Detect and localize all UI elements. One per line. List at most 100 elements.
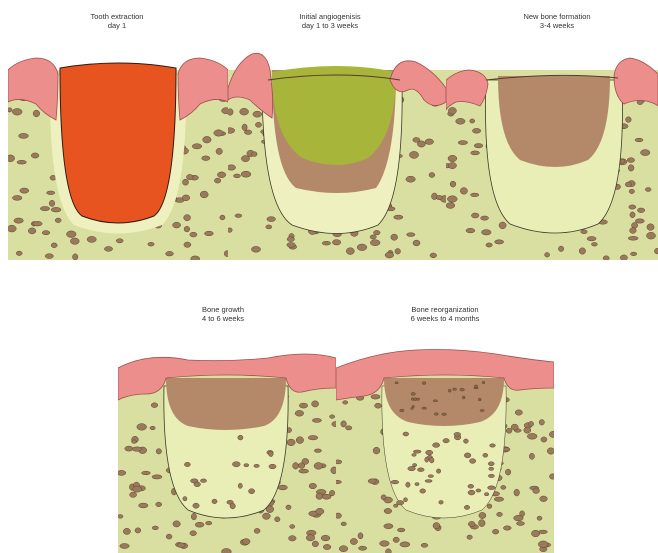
bone-pore (480, 410, 484, 412)
bone-pore (591, 243, 597, 247)
bone-pore (587, 237, 596, 241)
bone-pore (238, 483, 242, 488)
bone-pore (253, 111, 262, 117)
bone-pore (456, 118, 465, 124)
bone-pore (33, 110, 40, 117)
bone-pore (408, 466, 416, 470)
bone-pore (230, 503, 235, 509)
bone-pore (8, 225, 16, 232)
stage-3-time: 3-4 weeks (492, 21, 622, 30)
bone-pore (200, 479, 206, 483)
bone-pore (286, 505, 291, 510)
bone-pore (267, 217, 276, 222)
bone-pore (322, 494, 331, 499)
bone-pore (630, 228, 637, 234)
bone-pore (135, 528, 141, 533)
bone-pore (468, 484, 474, 488)
bone-pore (249, 489, 255, 494)
bone-pore (184, 242, 191, 247)
bone-pore (482, 381, 485, 384)
stage-2-title: Initial angiogenisis (270, 12, 390, 21)
bone-pore (464, 505, 469, 509)
bone-pore (499, 222, 506, 229)
bone-pore (472, 128, 480, 133)
bone-pore (478, 398, 481, 401)
bone-pore (468, 521, 475, 526)
bone-pore (205, 231, 214, 236)
bone-pore (263, 513, 271, 519)
bone-pore (166, 534, 172, 539)
bone-pore (641, 150, 650, 156)
bone-pore (132, 440, 137, 444)
bone-pore (384, 524, 393, 529)
bone-pore (413, 464, 417, 467)
bone-pore (278, 485, 287, 490)
bone-pore (49, 200, 55, 206)
bone-pore (287, 439, 295, 446)
bone-pore (474, 144, 483, 148)
bone-pore (309, 483, 316, 489)
bone-pore (87, 236, 96, 242)
bone-pore (156, 502, 162, 507)
bone-pore (238, 435, 243, 440)
bone-pore (228, 128, 235, 134)
bone-pore (275, 517, 280, 522)
stage-3-caption: New bone formation 3-4 weeks (492, 12, 622, 30)
bone-pore (287, 243, 296, 248)
bone-pore (394, 215, 403, 219)
bone-pore (474, 387, 479, 389)
bone-pore (314, 463, 323, 470)
bone-pore (183, 179, 189, 185)
bone-pore (425, 480, 432, 483)
bone-pore (484, 493, 488, 496)
bone-pore (479, 512, 486, 518)
bone-pore (214, 178, 220, 183)
bone-pore (45, 254, 53, 259)
bone-pore (395, 382, 398, 384)
bone-pore (529, 453, 534, 459)
bone-pore (332, 240, 340, 245)
bone-pore (547, 448, 554, 454)
bone-pore (483, 453, 488, 457)
bone-pore (488, 462, 494, 466)
bone-pore (407, 233, 415, 237)
bone-pore (409, 151, 418, 158)
bone-pore (514, 515, 524, 521)
bone-pore (433, 400, 438, 402)
bone-pore (495, 240, 504, 244)
bone-pore (269, 464, 276, 469)
bone-pore (470, 119, 475, 123)
bone-pore (55, 218, 61, 223)
bone-pore (524, 427, 531, 433)
bone-pore (308, 436, 318, 440)
bone-pore (375, 403, 382, 408)
bone-pore (393, 537, 399, 542)
bone-pore (339, 546, 348, 552)
bone-pore (12, 196, 22, 201)
bone-pore (350, 538, 357, 544)
stage-2-caption: Initial angiogenisis day 1 to 3 weeks (270, 12, 390, 30)
bone-pore (306, 535, 315, 541)
bone-pore (67, 231, 77, 238)
bone-pore (242, 539, 250, 545)
bone-pore (486, 243, 492, 247)
bone-pore (296, 437, 303, 444)
bone-pore (471, 151, 480, 155)
bone-pore (579, 248, 585, 254)
bone-pore (203, 136, 211, 143)
bone-pore (187, 174, 194, 179)
bone-pore (358, 533, 363, 539)
bone-pore (266, 225, 272, 229)
bone-pore (448, 163, 456, 169)
bone-pore (603, 256, 609, 260)
bone-pore (470, 459, 476, 464)
bone-pore (421, 543, 428, 547)
bone-pore (558, 246, 563, 251)
bone-pore (173, 521, 180, 527)
bone-pore (316, 493, 323, 499)
bone-pore (391, 480, 399, 484)
bone-pore (322, 241, 330, 245)
bone-pore (471, 193, 479, 197)
bone-pore (501, 485, 506, 489)
bone-pore (120, 544, 129, 549)
